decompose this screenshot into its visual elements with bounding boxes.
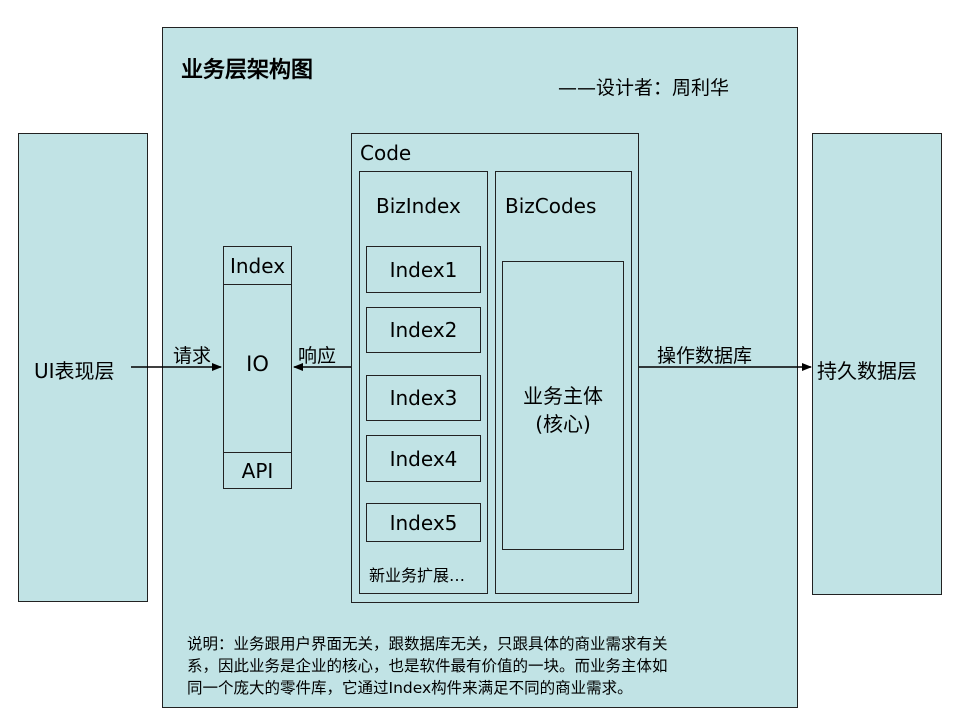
business-core-sublabel: (核心) [535,412,591,436]
io-label: IO [246,352,269,376]
index-item-label: Index3 [389,386,458,410]
code-label: Code [360,141,412,165]
code-container [351,133,639,603]
business-core-label: 业务主体 [523,384,603,408]
response-label: 响应 [298,345,337,367]
biz-index-label: BizIndex [376,194,461,218]
biz-codes-column [495,171,632,594]
note-line-3: 同一个庞大的零件库，它通过Index构件来满足不同的商业需求。 [187,679,633,697]
note-line-2: 系，因此业务是企业的核心，也是软件最有价值的一块。而业务主体如 [187,657,668,675]
index-item-label: Index4 [389,446,458,471]
index-item-3: Index3 [366,375,481,421]
persistence-layer-box [812,133,942,595]
index-item-1: Index1 [366,246,481,293]
index-cell: Index [223,246,292,285]
biz-index-column [359,171,488,594]
designer-credit: ——设计者：周利华 [558,77,730,99]
index-item-label: Index5 [389,510,458,535]
request-label: 请求 [173,345,212,367]
index-label: Index [229,253,286,278]
index-item-4: Index4 [366,435,481,482]
api-cell: API [223,452,292,489]
biz-codes-label: BizCodes [505,194,597,218]
io-box [223,246,292,489]
ui-layer-box [18,133,148,602]
index-item-5: Index5 [366,503,481,542]
ui-layer-label: UI表现层 [34,359,115,383]
db-operation-label: 操作数据库 [657,345,753,367]
api-label: API [241,458,274,483]
persistence-layer-label: 持久数据层 [817,359,917,383]
business-core-box [502,261,624,550]
new-business-extension: 新业务扩展… [369,566,466,585]
note-line-1: 说明：业务跟用户界面无关，跟数据库无关，只跟具体的商业需求有关 [187,635,668,653]
index-item-label: Index2 [389,318,458,342]
index-item-2: Index2 [366,307,481,353]
diagram-title: 业务层架构图 [181,58,314,83]
index-item-label: Index1 [389,257,458,282]
